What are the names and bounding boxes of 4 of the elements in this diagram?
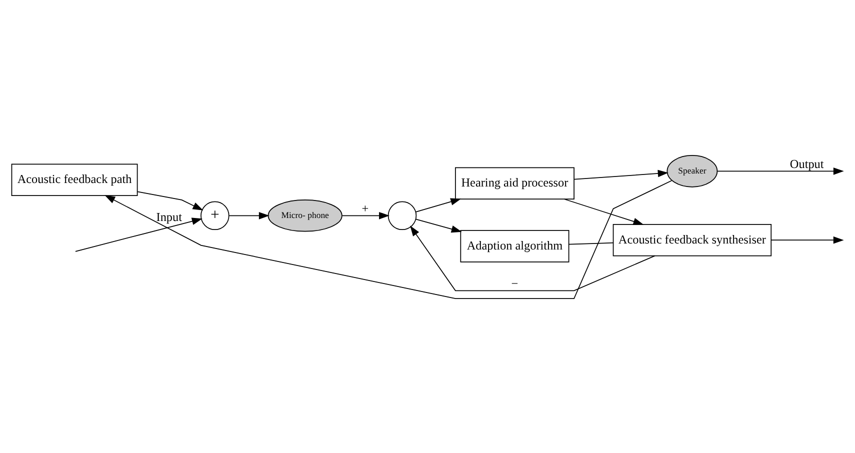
edge-label: − xyxy=(511,276,518,290)
edge-label: + xyxy=(362,200,369,215)
edge-label: Output xyxy=(790,156,824,170)
edge-label: Input xyxy=(156,210,182,224)
